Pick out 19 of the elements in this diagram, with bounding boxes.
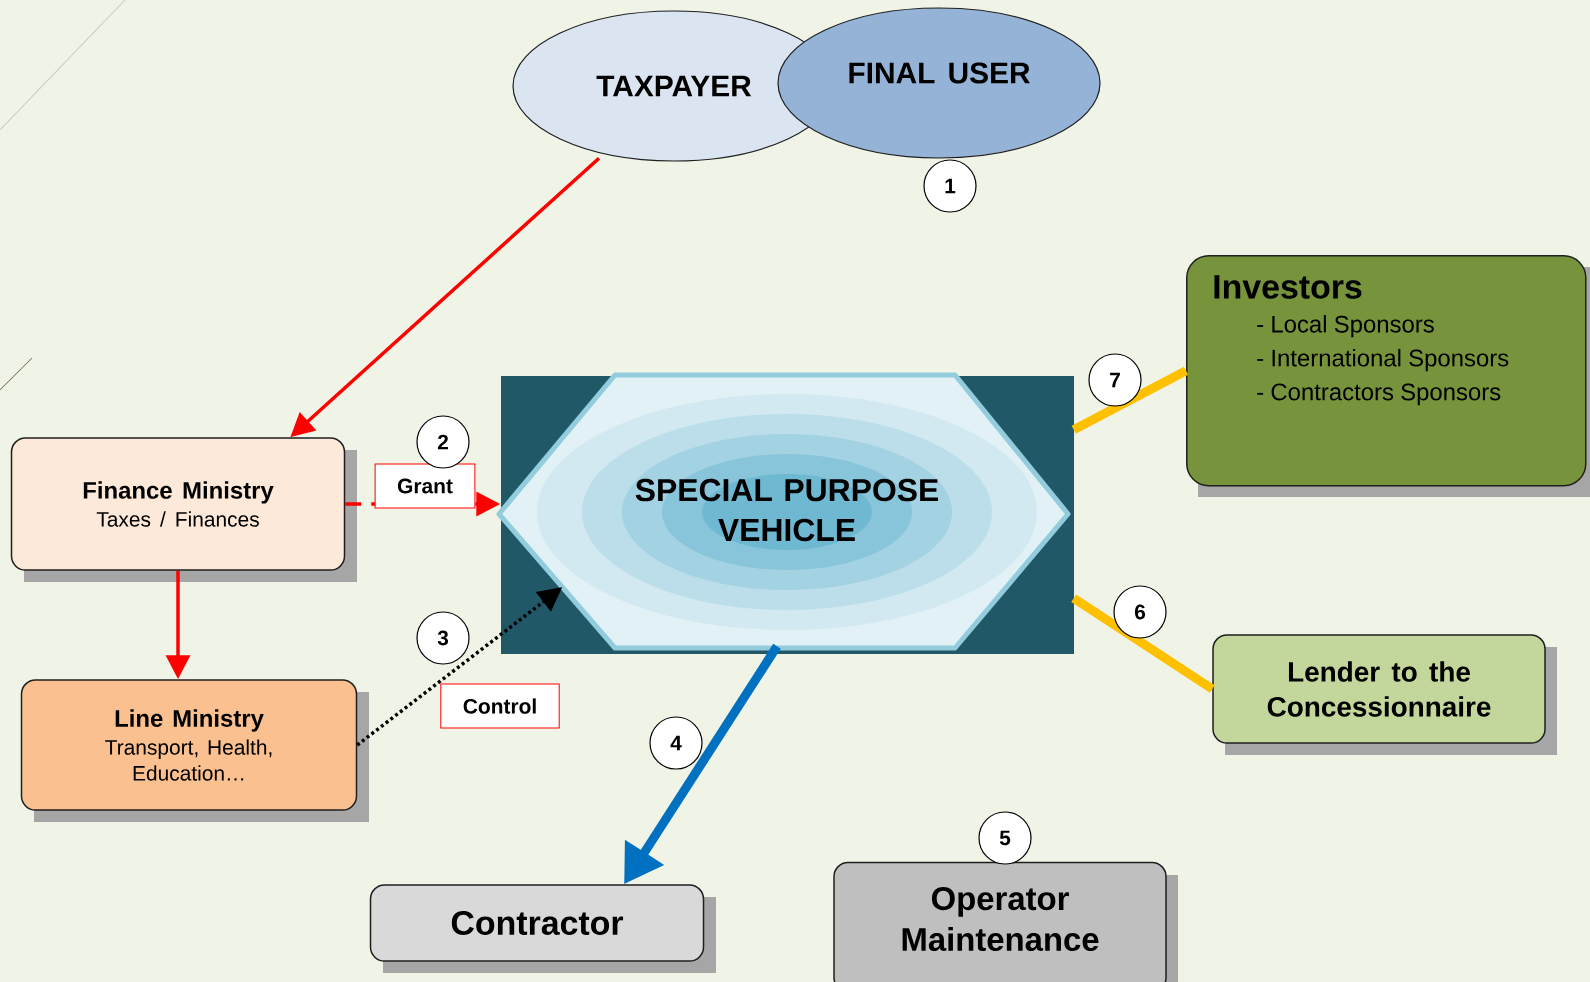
process-box: Investors - Local Sponsors - International Sponsors - Contractors Sponsors xyxy=(1186,255,1590,497)
process-box: Line Ministry Transport, Health, Education… xyxy=(20,679,369,822)
callout-number: 5 xyxy=(978,811,1032,865)
process-box: Finance Ministry Taxes / Finances xyxy=(10,437,357,582)
process-box: Contractor xyxy=(369,884,716,973)
callout-number: 4 xyxy=(649,716,703,770)
vehicle-hexagon: SPECIAL PURPOSE VEHICLE xyxy=(496,372,1074,654)
connector-line xyxy=(1071,594,1215,693)
connector-line xyxy=(1071,366,1189,434)
callout-number: 1 xyxy=(923,159,977,213)
edge-label: Grant xyxy=(374,463,476,509)
callout-number: 7 xyxy=(1088,353,1142,407)
callout-number: 3 xyxy=(416,611,470,665)
callout-number: 6 xyxy=(1113,585,1167,639)
callout-number: 2 xyxy=(416,415,470,469)
edge-label: Control xyxy=(440,683,560,729)
process-box: Operator Maintenance xyxy=(833,861,1178,982)
ellipse-node: FINAL USER xyxy=(777,7,1101,159)
process-box: Lender to the Concessionnaire xyxy=(1212,634,1557,755)
